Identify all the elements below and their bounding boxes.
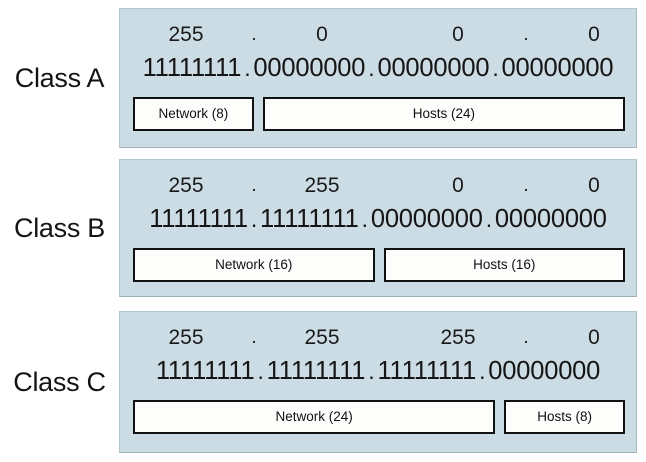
network-segment-box: Network (24) [133,400,496,434]
hosts-segment-box: Hosts (8) [504,400,625,434]
segment-boxes-row: Network (8)Hosts (24) [133,97,625,131]
network-segment-box: Network (8) [133,97,254,131]
hosts-segment-box: Hosts (16) [383,248,625,282]
binary-separator: . [361,205,368,232]
decimal-separator: . [251,174,257,196]
binary-row: 11111111.11111111.00000000.00000000 [132,202,624,236]
binary-separator: . [368,357,375,384]
decimal-octet: 255 [168,22,204,46]
binary-separator: . [492,54,499,81]
class-label: Class B [14,212,105,243]
segment-gap [495,400,504,434]
decimal-octet: 0 [588,22,600,46]
decimal-octet: 255 [440,325,476,349]
decimal-octet: 0 [588,325,600,349]
class-label: Class C [13,366,106,397]
binary-octet: 11111111 [377,356,477,385]
decimal-separator: . [523,23,529,45]
segment-boxes-row: Network (24)Hosts (8) [133,400,625,434]
binary-separator: . [485,205,492,232]
hosts-segment-box: Hosts (24) [262,97,625,131]
decimal-separator: . [251,326,257,348]
decimal-octet: 0 [452,22,464,46]
decimal-octet: 0 [452,173,464,197]
decimal-octet: 255 [304,173,340,197]
binary-octet: 00000000 [501,53,614,82]
binary-separator: . [479,357,486,384]
decimal-octet: 255 [168,325,204,349]
binary-octet: 11111111 [266,356,366,385]
dotted-decimal-row: 255. 255 255. 0 [132,322,624,352]
decimal-separator: . [251,23,257,45]
binary-octet: 11111111 [260,204,359,233]
binary-octet: 11111111 [142,53,242,82]
binary-separator: . [368,54,375,81]
segment-boxes-row: Network (16)Hosts (16) [133,248,625,282]
class-label: Class A [14,62,105,93]
binary-octet: 00000000 [370,204,483,233]
binary-octet: 00000000 [494,204,607,233]
binary-octet: 00000000 [253,53,366,82]
decimal-octet: 0 [316,22,328,46]
segment-gap [254,97,263,131]
decimal-separator: . [523,326,529,348]
binary-octet: 11111111 [155,356,255,385]
network-segment-box: Network (16) [133,248,375,282]
binary-octet: 00000000 [488,356,601,385]
dotted-decimal-row: 255. 255 0. 0 [132,170,624,200]
binary-row: 11111111.11111111.11111111.00000000 [132,354,624,388]
decimal-octet: 255 [168,173,204,197]
decimal-separator: . [523,174,529,196]
dotted-decimal-row: 255. 0 0. 0 [132,19,624,49]
decimal-octet: 0 [588,173,600,197]
binary-separator: . [244,54,251,81]
binary-octet: 00000000 [377,53,490,82]
decimal-octet: 255 [304,325,340,349]
binary-octet: 11111111 [149,204,248,233]
binary-row: 11111111.00000000.00000000.00000000 [132,51,624,85]
segment-gap [375,248,384,282]
binary-separator: . [257,357,264,384]
binary-separator: . [250,205,258,232]
